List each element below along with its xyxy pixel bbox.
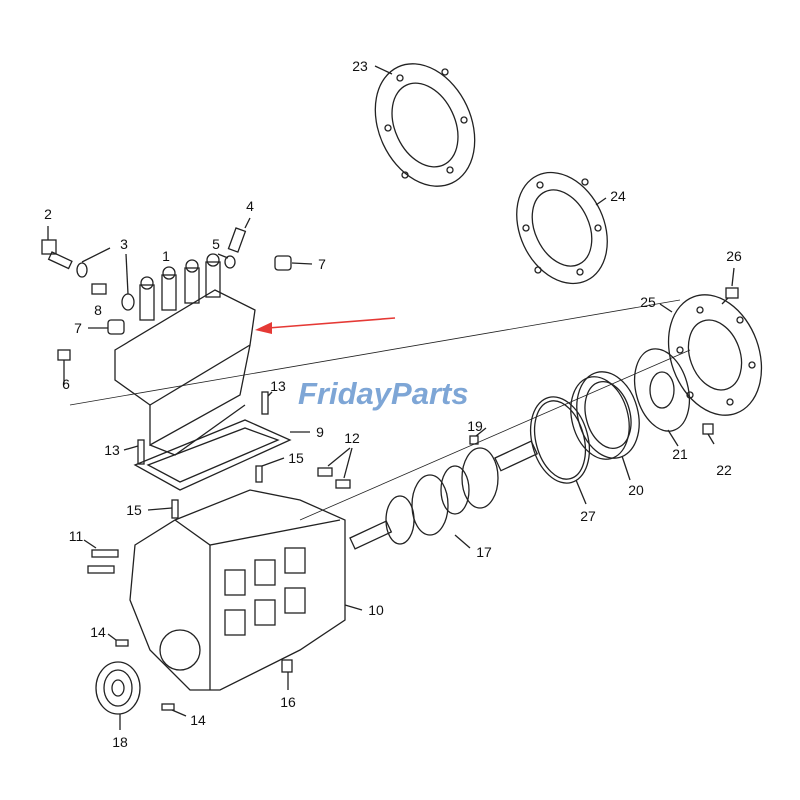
callout-8: 8 xyxy=(94,302,102,318)
bearing-18 xyxy=(95,661,141,715)
gasket-24 xyxy=(516,171,608,285)
callout-13: 13 xyxy=(270,378,286,394)
callout-15: 15 xyxy=(288,450,304,466)
nut-7b xyxy=(107,319,125,335)
bolt-6 xyxy=(57,349,71,385)
callout-12: 12 xyxy=(344,430,360,446)
bolt-26 xyxy=(721,287,739,305)
plug-12b xyxy=(335,479,351,489)
callout-15b: 15 xyxy=(126,502,142,518)
callout-13b: 13 xyxy=(104,442,120,458)
callout-18: 18 xyxy=(112,734,128,750)
callout-3: 3 xyxy=(120,236,128,252)
plug-12 xyxy=(317,467,333,477)
callout-21: 21 xyxy=(672,446,688,462)
pin-15 xyxy=(255,465,263,483)
callout-22: 22 xyxy=(716,462,732,478)
callout-7b: 7 xyxy=(74,320,82,336)
callout-26: 26 xyxy=(726,248,742,264)
callout-27: 27 xyxy=(580,508,596,524)
nut-7 xyxy=(274,255,292,271)
callout-6: 6 xyxy=(62,376,70,392)
leader-line xyxy=(374,65,393,75)
callout-11: 11 xyxy=(68,528,84,544)
pin-14 xyxy=(115,639,129,647)
callout-19: 19 xyxy=(467,418,483,434)
plug-16 xyxy=(281,659,293,673)
washer-5 xyxy=(224,255,236,269)
fitting-8 xyxy=(91,283,107,295)
callout-2: 2 xyxy=(44,206,52,222)
camshaft-17 xyxy=(349,440,539,550)
callout-7: 7 xyxy=(318,256,326,272)
pin-14b xyxy=(161,703,175,711)
gasket-9 xyxy=(133,419,292,491)
callout-9: 9 xyxy=(316,424,324,440)
spring-11 xyxy=(91,549,119,558)
spring-11b xyxy=(87,565,115,574)
callout-23: 23 xyxy=(352,58,368,74)
banjo-bolt-2 xyxy=(41,239,73,270)
callout-14: 14 xyxy=(90,624,106,640)
pin-15b xyxy=(171,499,179,519)
callout-4: 4 xyxy=(246,198,254,214)
stud-13 xyxy=(261,391,269,415)
callout-10: 10 xyxy=(368,602,384,618)
stud-13b xyxy=(137,439,145,465)
o-ring-27 xyxy=(530,396,590,484)
watermark-logo: FridayParts xyxy=(298,376,469,411)
plate-21 xyxy=(633,348,691,432)
callout-5: 5 xyxy=(212,236,220,252)
fitting-4 xyxy=(227,227,247,253)
callout-16: 16 xyxy=(280,694,296,710)
callout-14b: 14 xyxy=(190,712,206,728)
callout-1: 1 xyxy=(162,248,170,264)
gasket-25 xyxy=(667,294,763,416)
callout-20: 20 xyxy=(628,482,644,498)
callout-25: 25 xyxy=(640,294,656,310)
callout-17: 17 xyxy=(476,544,492,560)
bolt-22 xyxy=(702,423,715,445)
pump-housing-10 xyxy=(129,489,346,691)
gasket-23 xyxy=(374,63,476,187)
red-pointer-arrow xyxy=(255,317,396,334)
callout-24: 24 xyxy=(610,188,626,204)
